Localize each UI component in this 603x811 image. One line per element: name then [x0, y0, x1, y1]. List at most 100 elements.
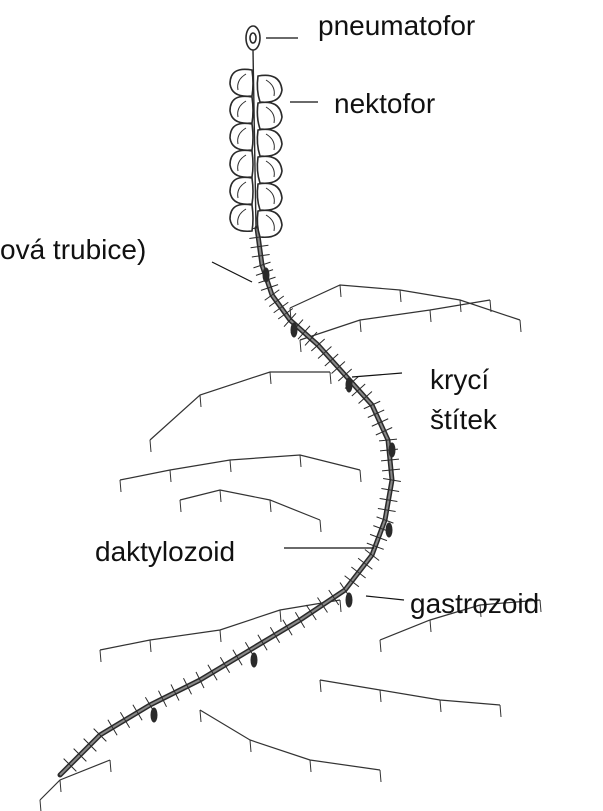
gastrozoid-mark	[346, 378, 352, 392]
stem-bristle	[359, 384, 366, 390]
stem-bristle	[305, 339, 311, 346]
tentacle-filament	[270, 372, 271, 384]
stem-bristle	[298, 333, 304, 340]
stem-bristle	[345, 576, 352, 581]
tentacle-filament	[150, 640, 151, 652]
tentacle-filament	[60, 780, 61, 792]
tentacle-filament	[440, 700, 441, 712]
stem-bristle	[318, 339, 325, 345]
gastrozoid-pointer	[366, 596, 404, 600]
stem-bristle	[352, 390, 359, 396]
stem-bristle	[70, 765, 76, 771]
tentacle-filament	[40, 800, 41, 811]
gastrozoid-mark	[251, 653, 257, 667]
tentacle-loop	[150, 372, 330, 440]
stem-bristle	[338, 361, 345, 367]
stem-bristle	[284, 320, 290, 327]
gastrozoid-mark	[151, 708, 157, 722]
tentacle-filament	[520, 320, 521, 332]
gastrozoid-mark	[386, 523, 392, 537]
tentacle-filament	[380, 640, 381, 652]
tentacle-loop	[300, 300, 490, 340]
tentacle-filament	[310, 760, 311, 772]
stem-bristle	[325, 360, 332, 366]
tentacle-loop	[200, 710, 380, 770]
stem-bristle	[297, 320, 303, 327]
tentacle-filament	[340, 285, 341, 297]
stem-bristle	[304, 326, 310, 333]
stem-bristle	[359, 573, 366, 578]
tentacle-filament	[110, 760, 111, 772]
tentacle-filament	[430, 620, 431, 632]
stem-bristle	[318, 353, 325, 359]
stem-bristle	[372, 555, 379, 560]
label-pneumatofor: pneumatofor	[318, 12, 475, 40]
tentacle-filament	[540, 600, 541, 612]
tentacle-filament	[400, 290, 401, 302]
tentacle-filament	[460, 300, 461, 312]
tentacle-loop	[100, 600, 340, 650]
tentacle-filament	[100, 650, 101, 662]
gastrozoid-mark	[263, 268, 269, 282]
stem-bristle	[352, 581, 359, 586]
gastrozoid-mark	[346, 593, 352, 607]
tentacle-filament	[320, 520, 321, 532]
stem-bristle	[311, 332, 317, 339]
tentacle-filament	[230, 460, 231, 472]
tentacle-filament	[180, 500, 181, 512]
stem-bristle	[74, 749, 80, 755]
tentacle-filament	[380, 770, 381, 782]
tentacle-filament	[360, 470, 361, 482]
tentacle-filament	[330, 372, 331, 384]
tentacle-filament	[150, 440, 151, 452]
stem-bristle	[84, 739, 90, 745]
stem-bristle	[365, 564, 372, 569]
label-stem-tube: ová trubice)	[0, 236, 146, 264]
stem-bristle	[332, 354, 339, 360]
stem-highlight	[60, 228, 392, 775]
tentacle-filament	[340, 600, 341, 612]
tentacle-filament	[280, 610, 281, 622]
tentacle-filament	[360, 320, 361, 332]
label-kryci: krycí	[430, 366, 489, 394]
tentacle-filament	[500, 705, 501, 717]
tentacle-filament	[200, 395, 201, 407]
stem-bristle	[351, 567, 358, 572]
kryci-stitek-pointer	[352, 373, 402, 377]
stem-bristle	[338, 375, 345, 381]
nectophore-bell-right	[257, 75, 282, 102]
pneumatophore-inner	[250, 33, 256, 43]
tentacle-filament	[300, 340, 301, 352]
tentacle-loop	[120, 455, 360, 480]
stem-bristle	[358, 558, 365, 563]
stem-bristle	[332, 368, 339, 374]
label-gastrozoid: gastrozoid	[410, 590, 539, 618]
nectophore-bell-right	[257, 210, 282, 237]
tentacle-filament	[380, 690, 381, 702]
tentacle-filament	[220, 630, 221, 642]
stem-tube-pointer	[212, 262, 252, 282]
tentacle-loop	[180, 490, 320, 520]
label-nektofor: nektofor	[334, 90, 435, 118]
tentacle-loop	[290, 285, 520, 320]
tentacle-filament	[120, 480, 121, 492]
label-stitek: štítek	[430, 406, 497, 434]
tentacle-filament	[200, 710, 201, 722]
label-daktylozoid: daktylozoid	[95, 538, 235, 566]
tentacle-filament	[250, 740, 251, 752]
tentacle-filament	[220, 490, 221, 502]
nectophore-bell-right	[257, 183, 282, 210]
tentacle-filament	[300, 455, 301, 467]
gastrozoid-mark	[389, 443, 395, 457]
tentacle-loop	[320, 680, 500, 705]
stem-bristle	[345, 369, 352, 375]
tentacle-loop	[40, 760, 110, 800]
stem-main	[60, 228, 392, 775]
nectophore-bell-right	[257, 156, 282, 183]
stem-bristle	[325, 346, 332, 352]
gastrozoid-mark	[291, 323, 297, 337]
stem-bristle	[90, 745, 96, 751]
stem-bristle	[80, 755, 86, 761]
tentacle-filament	[320, 680, 321, 692]
